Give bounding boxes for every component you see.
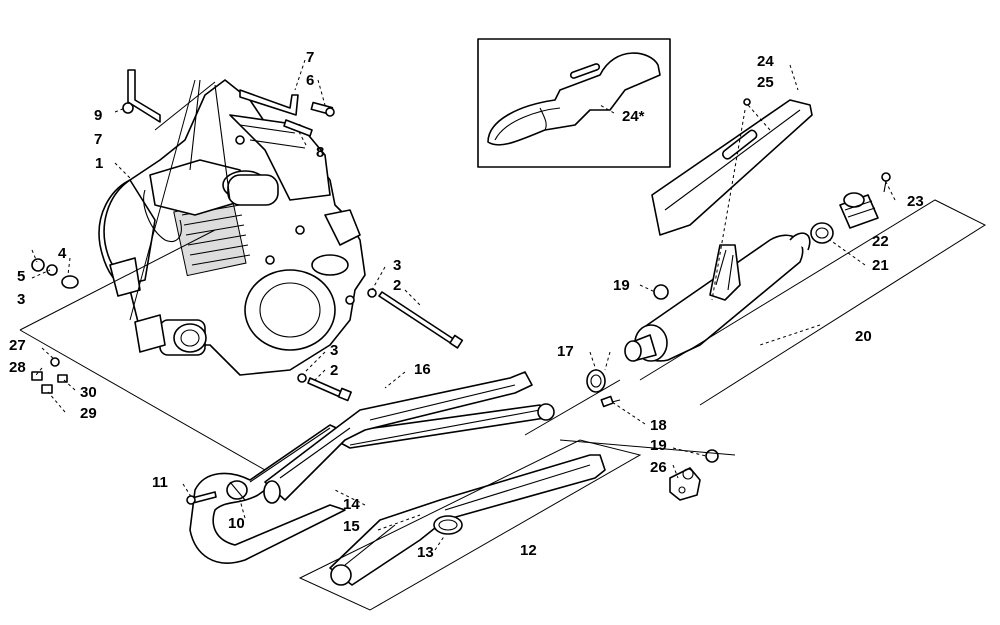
heat-shield-detail-box — [477, 38, 671, 168]
callout-3-lower: 3 — [330, 342, 338, 359]
callout-22: 22 — [872, 233, 889, 250]
clamp-part-10 — [226, 480, 248, 501]
callout-15: 15 — [343, 518, 360, 535]
header-pipe-part-14 — [189, 403, 555, 564]
callout-8: 8 — [316, 144, 324, 161]
callout-4: 4 — [58, 245, 67, 262]
bracket-part-7 — [239, 89, 335, 137]
callout-2-lower: 2 — [330, 362, 338, 379]
callout-27: 27 — [9, 337, 26, 354]
callout-23: 23 — [907, 193, 924, 210]
callout-7-left: 7 — [94, 131, 102, 148]
callout-7-top: 7 — [306, 49, 314, 66]
callout-16: 16 — [414, 361, 431, 378]
screw-part-25 — [743, 98, 751, 106]
callout-6: 6 — [306, 72, 314, 89]
long-bolt-part-2 — [367, 288, 464, 349]
callout-13: 13 — [417, 544, 434, 561]
callout-21: 21 — [872, 257, 889, 274]
callout-24-star: 24* — [622, 108, 645, 125]
callout-19-upper: 19 — [613, 277, 630, 294]
mount-hardware-left — [31, 258, 79, 289]
callout-12: 12 — [520, 542, 537, 559]
callout-28: 28 — [9, 359, 26, 376]
bolt-part-2-lower — [297, 373, 352, 402]
callout-1: 1 — [95, 155, 103, 172]
bracket-part-9 — [122, 69, 161, 123]
clamp-part-13 — [433, 515, 463, 535]
engine-assembly — [98, 79, 366, 376]
muffler-part-20 — [624, 232, 811, 362]
mount-hardware-lower-left — [31, 357, 68, 394]
pipe-heat-shield-part-16 — [263, 371, 533, 504]
callout-19-lower: 19 — [650, 437, 667, 454]
spark-arrestor-part-22 — [839, 192, 879, 229]
callout-29: 29 — [80, 405, 97, 422]
callout-10: 10 — [228, 515, 245, 532]
callout-18: 18 — [650, 417, 667, 434]
bolt-part-11 — [186, 491, 217, 505]
callout-30: 30 — [80, 384, 97, 401]
grommet-part-19-lower — [705, 449, 719, 463]
callout-5: 5 — [17, 268, 25, 285]
leader-lines — [19, 59, 987, 611]
callout-3-right: 3 — [393, 257, 401, 274]
gasket-part-17 — [586, 369, 606, 393]
callout-2-right: 2 — [393, 277, 401, 294]
bracket-part-26 — [669, 467, 701, 501]
heat-shield-part-24 — [651, 99, 813, 236]
callout-3-left: 3 — [17, 291, 25, 308]
callout-14: 14 — [343, 496, 360, 513]
screw-part-23 — [881, 172, 891, 193]
callout-17: 17 — [557, 343, 574, 360]
callout-26: 26 — [650, 459, 667, 476]
callout-11: 11 — [152, 474, 168, 491]
grommet-part-19-upper — [653, 284, 669, 300]
callout-labels: 1 9 7 7 6 8 4 5 3 3 2 3 2 27 28 30 29 16… — [9, 49, 924, 561]
callout-9: 9 — [94, 107, 102, 124]
gasket-part-21 — [810, 222, 834, 244]
pipe-heat-shield-part-15 — [329, 454, 606, 586]
callout-24: 24 — [757, 53, 774, 70]
callout-25: 25 — [757, 74, 774, 91]
callout-20: 20 — [855, 328, 872, 345]
spring-part-18 — [600, 395, 621, 408]
